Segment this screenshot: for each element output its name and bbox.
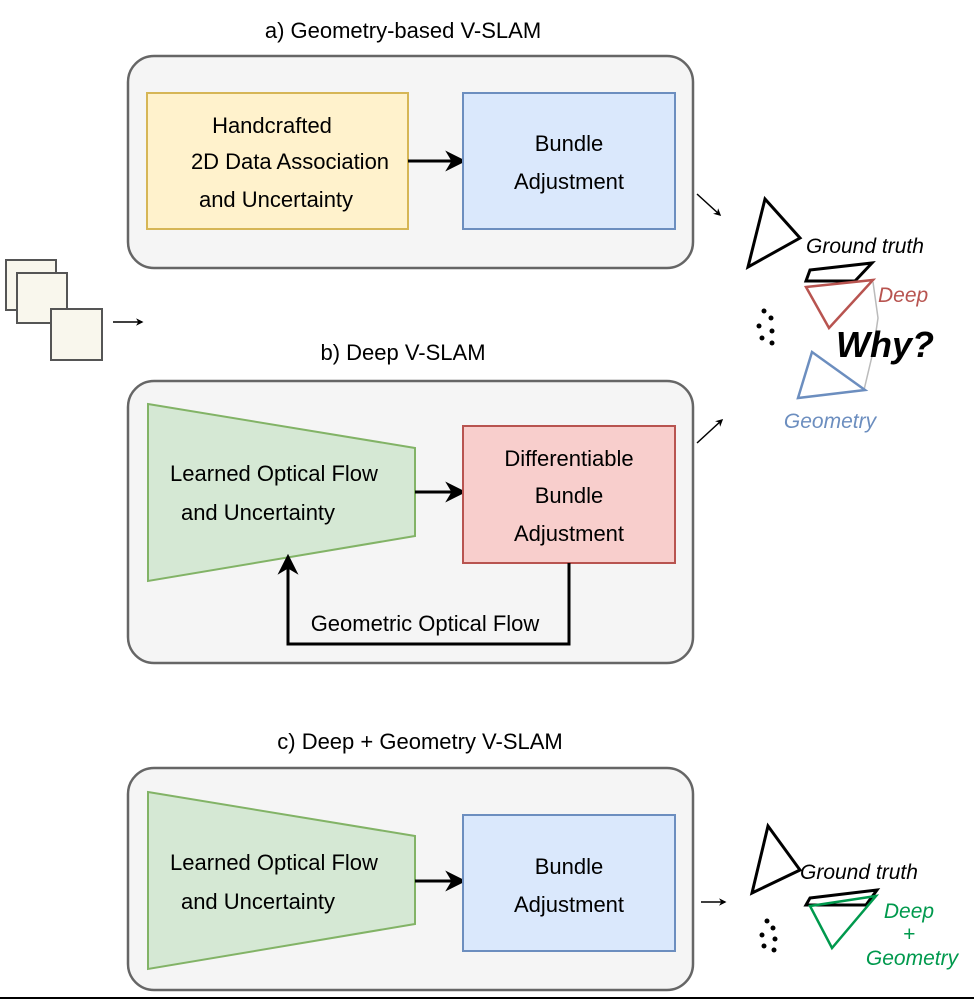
input-frames-icon <box>5 259 103 361</box>
section-a-bundle-adjustment-box <box>462 92 676 230</box>
section-b-learned-line-2: and Uncertainty <box>181 500 335 525</box>
section-a-bundle-line-1: Bundle <box>535 131 604 156</box>
section-c-learned-line-2: and Uncertainty <box>181 889 335 914</box>
deep-pose-icon <box>803 278 877 331</box>
section-b-learned-flow-trapezoid <box>147 402 416 583</box>
geometry-pose-icon <box>796 349 869 400</box>
differentiable-line-3: Adjustment <box>514 521 624 546</box>
section-c-bundle-line-1: Bundle <box>535 854 604 879</box>
top-geometry-label: Geometry <box>784 410 878 433</box>
section-c-title: c) Deep + Geometry V-SLAM <box>277 729 563 754</box>
ground-truth-pose-icon <box>803 261 876 283</box>
error-connector <box>863 281 879 391</box>
top-ground-truth-label: Ground truth <box>806 235 924 258</box>
section-c-bundle-line-2: Adjustment <box>514 892 624 917</box>
section-c-learned-line-1: Learned Optical Flow <box>170 850 378 875</box>
top-ellipsis-dots <box>756 308 775 346</box>
geometric-flow-feedback-arrow <box>277 553 571 646</box>
section-c-bundle-adjustment-box <box>462 814 676 952</box>
differentiable-line-2: Bundle <box>535 483 604 508</box>
section-a-output-arrow <box>696 193 722 217</box>
bottom-ground-truth-camera-icon <box>749 822 803 896</box>
bottom-ground-truth-pose-icon <box>803 888 881 907</box>
top-deep-label: Deep <box>878 284 928 307</box>
deep-geometry-pose-icon <box>808 894 880 951</box>
bottom-ellipsis-dots <box>759 918 778 953</box>
geometric-optical-flow-label: Geometric Optical Flow <box>311 611 540 636</box>
section-a-title: a) Geometry-based V-SLAM <box>265 18 541 43</box>
section-c-learned-flow-trapezoid <box>147 790 416 971</box>
ground-truth-camera-icon <box>745 195 803 270</box>
section-b-title: b) Deep V-SLAM <box>320 340 485 365</box>
differentiable-line-1: Differentiable <box>504 446 633 471</box>
handcrafted-line-3: and Uncertainty <box>199 187 353 212</box>
section-a-bundle-line-2: Adjustment <box>514 169 624 194</box>
section-b-output-arrow <box>696 418 724 444</box>
deep-geometry-line-2: + <box>903 923 915 946</box>
section-b-learned-line-1: Learned Optical Flow <box>170 461 378 486</box>
handcrafted-line-1: Handcrafted <box>212 113 332 138</box>
why-label: Why? <box>836 324 934 365</box>
handcrafted-association-box <box>146 92 409 230</box>
bottom-ground-truth-label: Ground truth <box>800 861 918 884</box>
handcrafted-line-2: 2D Data Association <box>191 149 389 174</box>
deep-geometry-line-1: Deep <box>884 900 934 923</box>
deep-geometry-line-3: Geometry <box>866 947 960 970</box>
